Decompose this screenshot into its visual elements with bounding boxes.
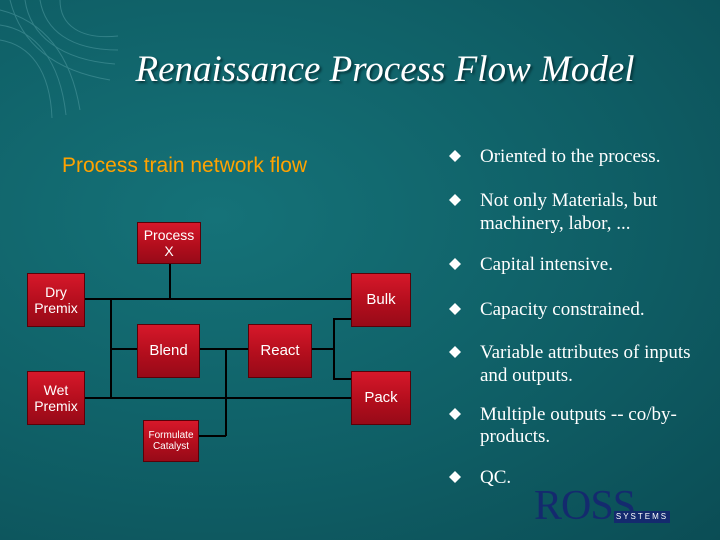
react-label: React — [260, 342, 300, 360]
bullet-text: Not only Materials, but machinery, labor… — [480, 189, 658, 234]
connector-line — [333, 378, 351, 380]
bullet-item: Not only Materials, but machinery, labor… — [448, 189, 715, 236]
diamond-bullet-icon — [448, 193, 462, 206]
slide-title: Renaissance Process Flow Model — [135, 49, 635, 90]
bullet-item: QC. — [448, 467, 715, 490]
react-box: React — [248, 324, 312, 378]
process-x-box: Process X — [137, 222, 201, 264]
formulate-catalyst-label-line1: Formulate — [148, 429, 194, 441]
bullet-item: Multiple outputs -- co/by-products. — [448, 403, 715, 450]
bullet-text: QC. — [480, 467, 512, 489]
pack-box: Pack — [351, 371, 411, 425]
decorative-swirl-graphic — [0, 0, 119, 119]
bullet-text: Capital intensive. — [480, 254, 613, 276]
bulk-label: Bulk — [366, 291, 396, 309]
bullet-text: Multiple outputs -- co/by-products. — [480, 403, 677, 448]
bullet-item: Capacity constrained. — [448, 299, 715, 322]
process-x-label-line2: X — [164, 243, 174, 259]
connector-line — [199, 435, 226, 437]
blend-label: Blend — [149, 342, 188, 360]
connector-line — [333, 318, 351, 320]
dry-premix-label-line2: Premix — [34, 300, 78, 316]
formulate-catalyst-box: Formulate Catalyst — [143, 420, 199, 462]
bullet-text: Capacity constrained. — [480, 299, 645, 321]
diagram-subtitle: Process train network flow — [62, 154, 308, 177]
wet-premix-label-line2: Premix — [34, 398, 78, 414]
diamond-bullet-icon — [448, 258, 462, 271]
bullet-item: Variable attributes of inputs and output… — [448, 341, 715, 388]
bullet-text: Variable attributes of inputs and output… — [480, 341, 691, 386]
connector-line — [225, 348, 227, 436]
bullet-list: Oriented to the process. Not only Materi… — [448, 146, 715, 490]
connector-line — [333, 318, 335, 380]
diamond-bullet-icon — [448, 471, 462, 484]
pack-label: Pack — [364, 389, 398, 407]
ross-systems-logo: ROSS SYSTEMS — [534, 485, 674, 527]
process-x-label-line1: Process — [143, 226, 195, 243]
connector-line — [169, 262, 171, 298]
dry-premix-label-line1: Dry — [45, 283, 67, 300]
wet-premix-label-line1: Wet — [43, 381, 69, 398]
connector-line — [200, 348, 248, 350]
formulate-catalyst-label-line2: Catalyst — [152, 441, 190, 452]
connector-line — [85, 298, 351, 300]
diamond-bullet-icon — [448, 407, 462, 420]
blend-box: Blend — [137, 324, 200, 378]
diamond-bullet-icon — [448, 149, 462, 163]
diamond-bullet-icon — [448, 345, 462, 358]
diamond-bullet-icon — [448, 303, 462, 316]
connector-line — [110, 348, 137, 350]
wet-premix-box: Wet Premix — [27, 371, 85, 425]
logo-sub-text: SYSTEMS — [614, 511, 670, 523]
bulk-box: Bulk — [351, 273, 411, 327]
bullet-text: Oriented to the process. — [480, 146, 661, 167]
connector-line — [312, 348, 334, 350]
connector-line — [85, 397, 351, 399]
bullet-item: Oriented to the process. — [448, 146, 715, 169]
dry-premix-box: Dry Premix — [27, 273, 85, 327]
bullet-item: Capital intensive. — [448, 254, 715, 277]
